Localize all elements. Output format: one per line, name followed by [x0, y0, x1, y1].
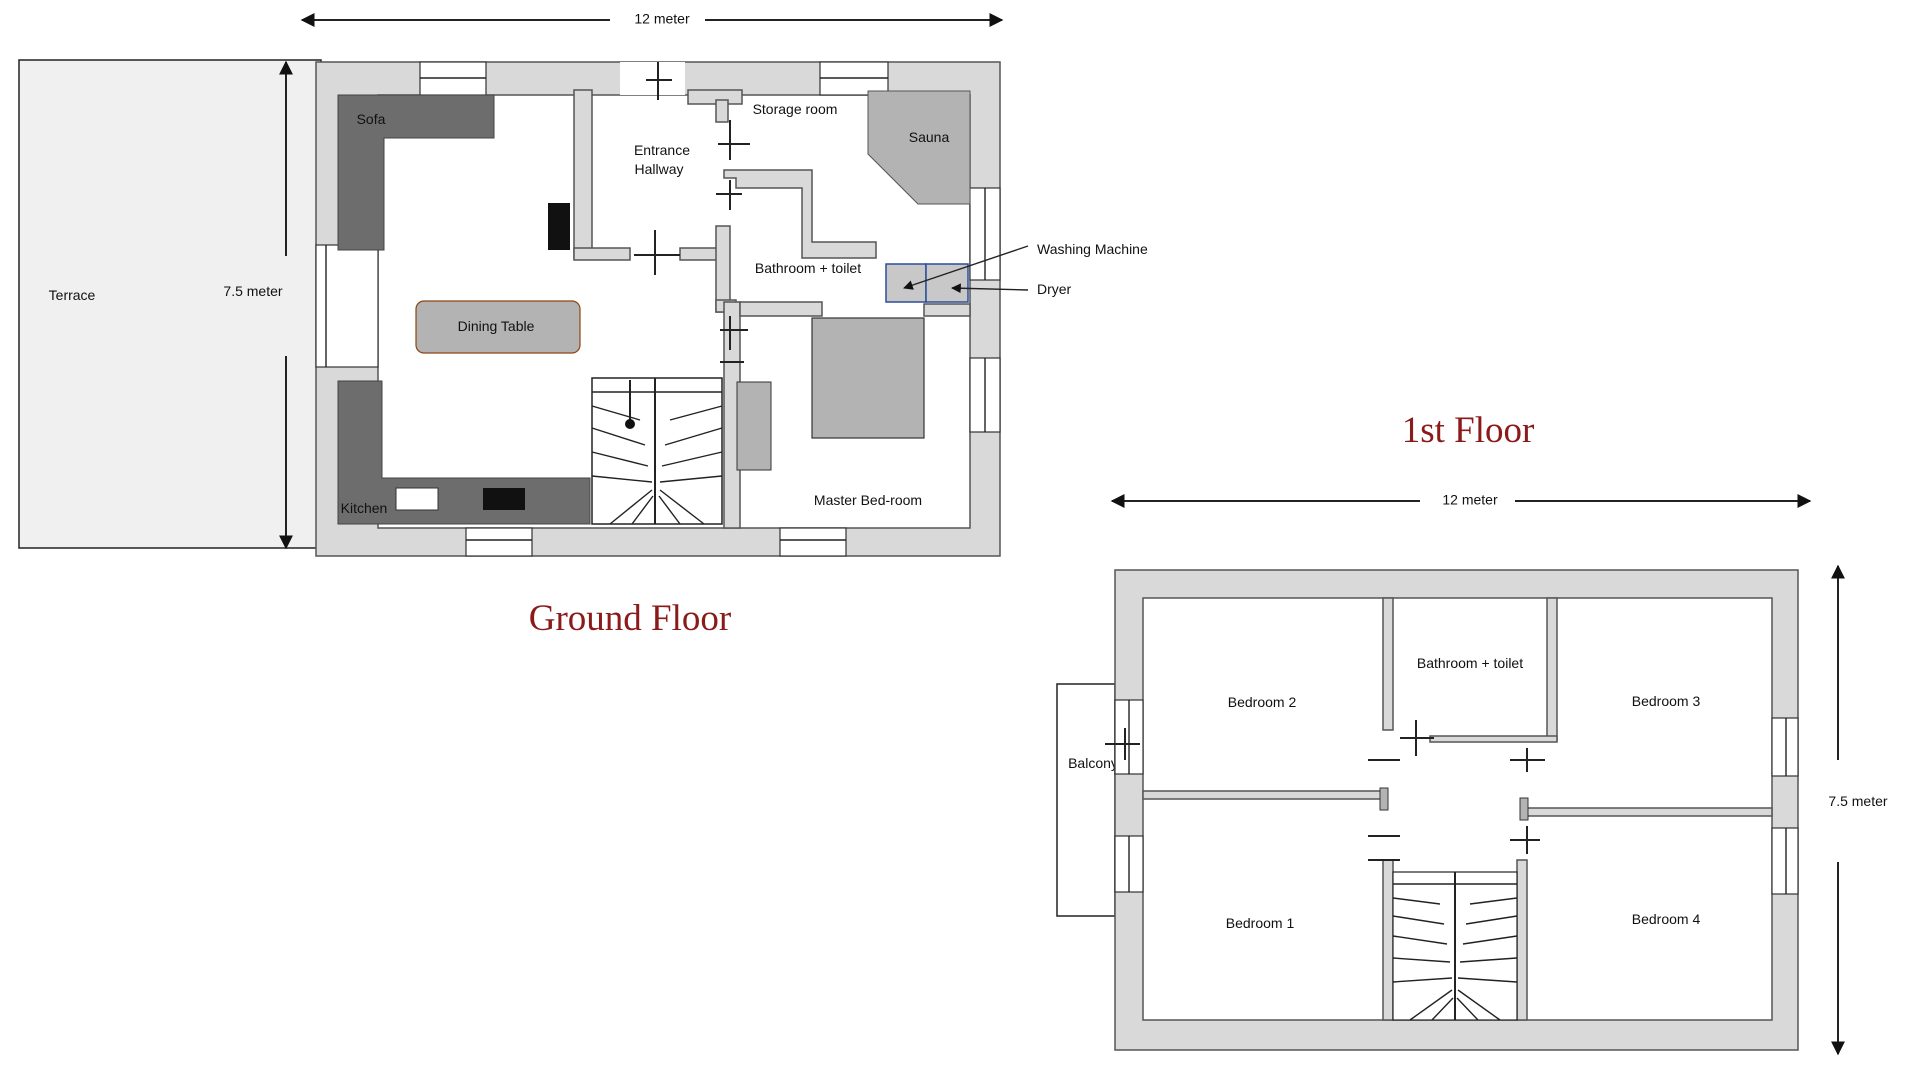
storage-room-label: Storage room	[753, 101, 838, 117]
first-door-marks	[1105, 720, 1545, 861]
dryer-label: Dryer	[1037, 281, 1072, 297]
ground-door-marks	[634, 62, 750, 363]
entrance-label-line1: Entrance	[634, 142, 690, 158]
balcony-label: Balcony	[1068, 755, 1118, 771]
sofa-label: Sofa	[357, 111, 386, 127]
washing-machine-label: Washing Machine	[1037, 241, 1148, 257]
dryer-callout-line	[951, 283, 1029, 294]
ground-bathroom-label: Bathroom + toilet	[755, 260, 861, 276]
dryer-box	[925, 263, 969, 303]
bedroom-2-label: Bedroom 2	[1228, 694, 1297, 710]
bedroom-1-label: Bedroom 1	[1226, 915, 1295, 931]
sauna-label: Sauna	[909, 129, 950, 145]
first-interior-walls	[1142, 597, 1773, 1021]
balcony-area	[1056, 683, 1116, 917]
bedroom-3-label: Bedroom 3	[1632, 693, 1701, 709]
ground-staircase	[591, 377, 723, 525]
ground-interior-walls	[573, 89, 971, 529]
terrace-label: Terrace	[49, 287, 96, 303]
entrance-label-line2: Hallway	[634, 161, 683, 177]
kitchen-stove	[483, 488, 525, 510]
master-bedroom-label: Master Bed-room	[814, 492, 922, 508]
kitchen-sink	[395, 487, 439, 511]
first-floor-title: 1st Floor	[1402, 410, 1535, 451]
kitchen-label: Kitchen	[341, 500, 388, 516]
first-floor-plan: 1st Floor 12 meter 7.5 meter Balcony	[1056, 410, 1888, 1056]
first-depth-label: 7.5 meter	[1828, 793, 1887, 809]
first-bathroom-label: Bathroom + toilet	[1417, 655, 1523, 671]
first-windows	[1114, 699, 1799, 895]
tv-block	[548, 203, 570, 250]
dining-table-label: Dining Table	[458, 318, 535, 334]
dining-table-shape	[415, 300, 581, 354]
sauna-shape	[867, 90, 971, 205]
first-staircase	[1392, 871, 1518, 1021]
sofa-shape	[337, 94, 495, 251]
ground-floor-plan: 12 meter Terrace 7.5 meter	[18, 11, 1148, 639]
ground-width-label: 12 meter	[634, 11, 690, 27]
first-width-label: 12 meter	[1442, 492, 1498, 508]
master-wardrobe-shape	[736, 381, 772, 471]
terrace-area	[18, 59, 322, 549]
ground-floor-title: Ground Floor	[529, 598, 731, 639]
ground-depth-label: 7.5 meter	[223, 283, 282, 299]
bedroom-4-label: Bedroom 4	[1632, 911, 1701, 927]
master-bed-shape	[811, 317, 925, 439]
washing-callout-line	[903, 245, 1029, 290]
